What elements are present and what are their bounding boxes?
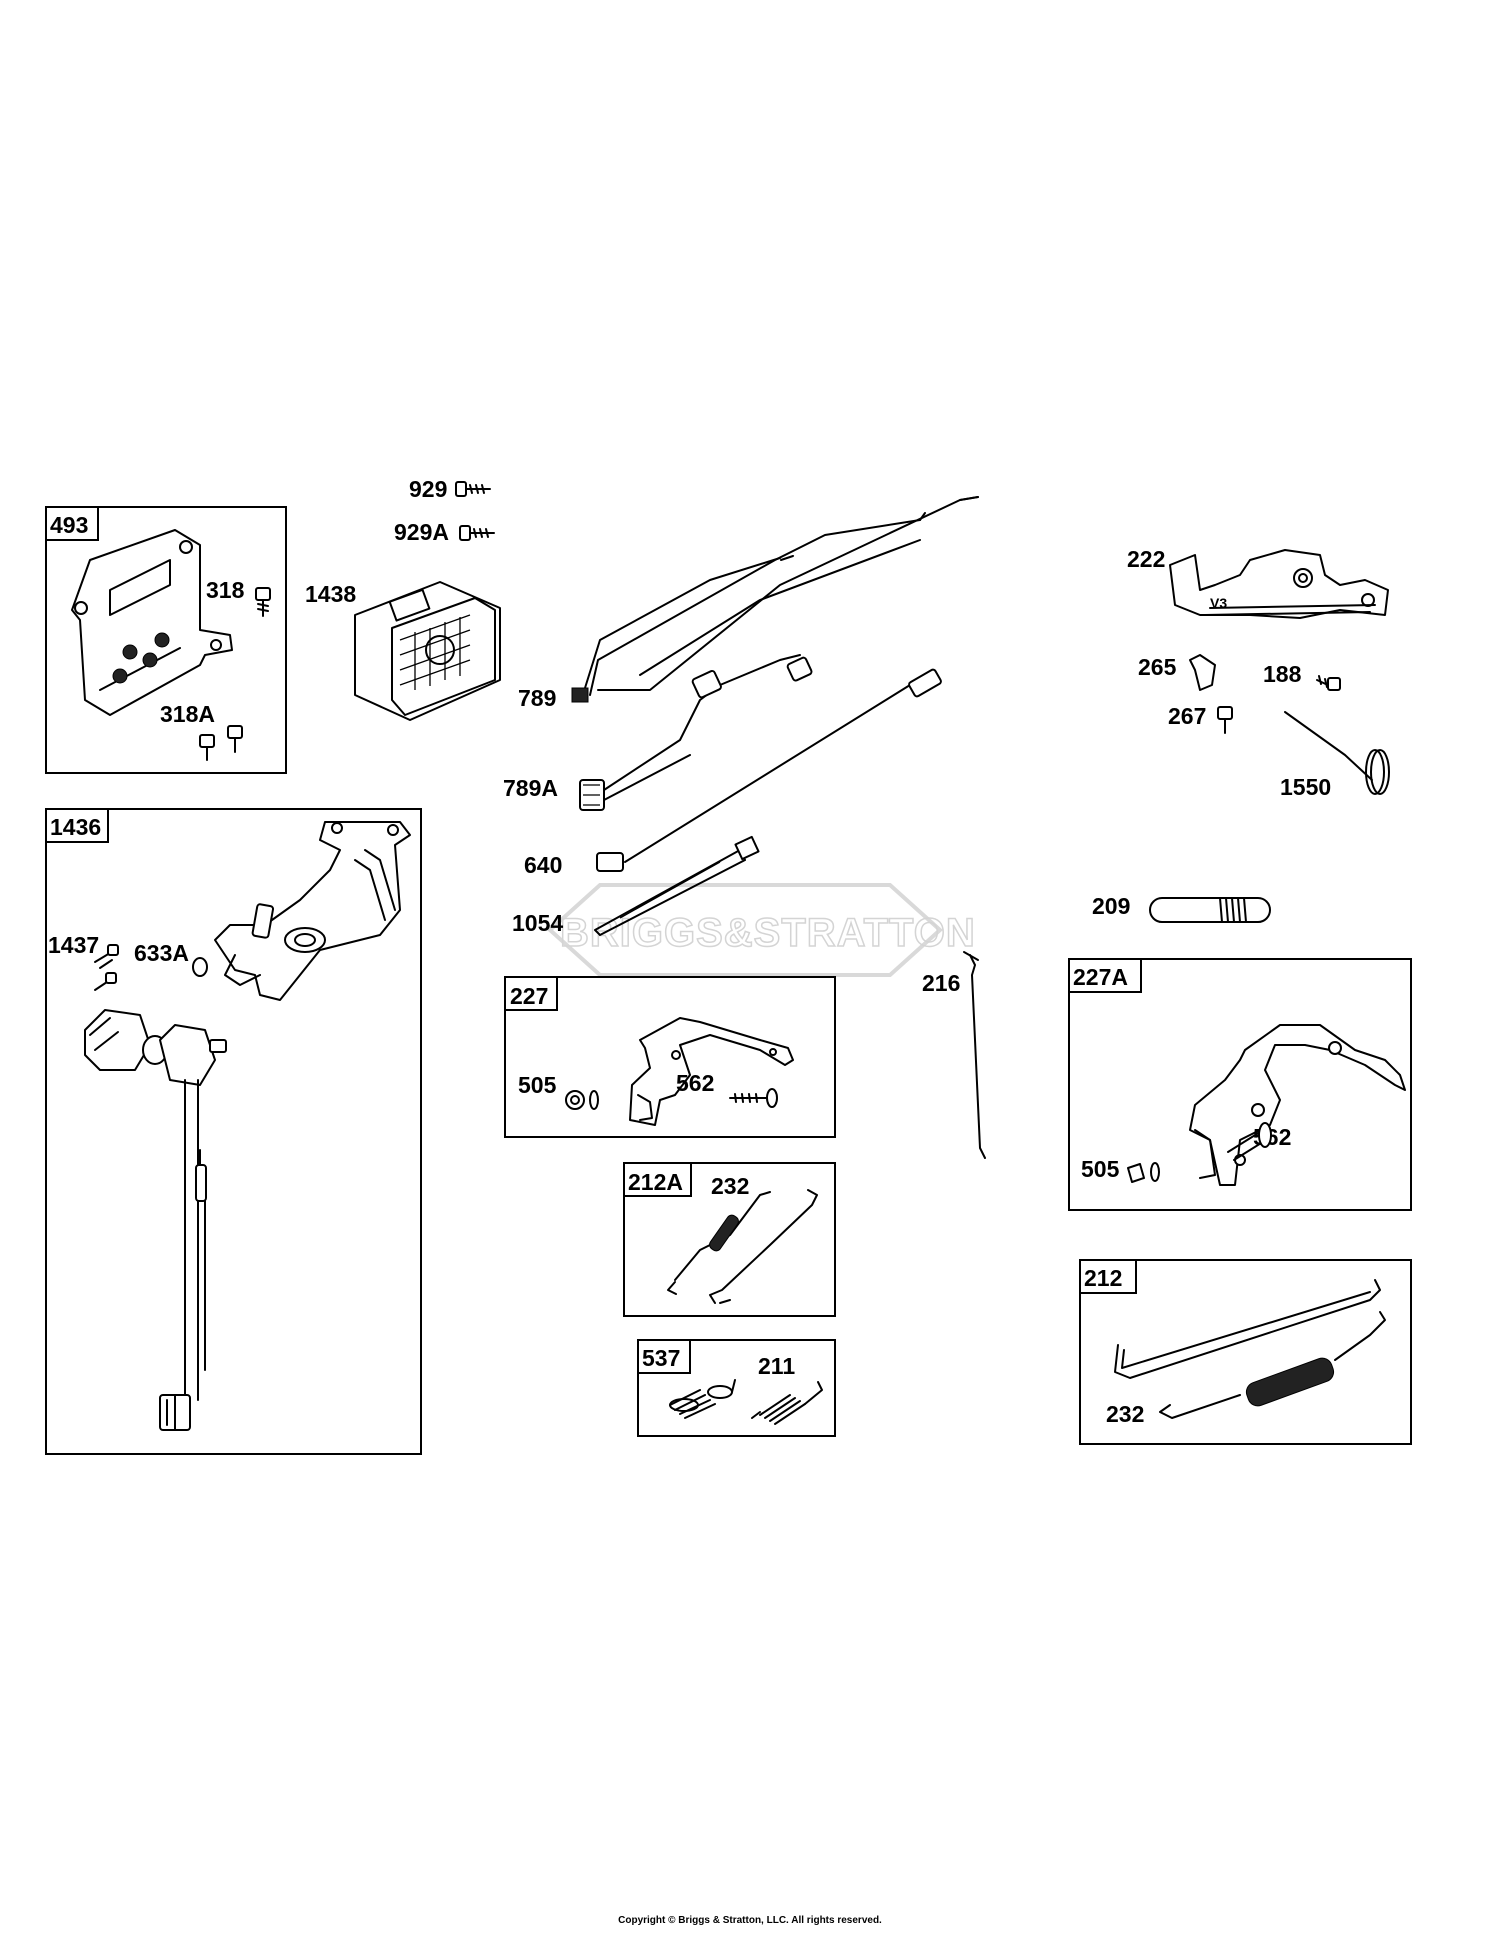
callout-633a: 633A [134,940,189,966]
harness-789 [571,496,979,703]
spring-232-a [667,1189,818,1304]
callout-1437: 1437 [48,932,99,958]
screw-562 [729,1088,778,1108]
screw-1437 [94,944,119,991]
callout-232: 232 [711,1173,749,1199]
spring-209 [1149,897,1271,923]
screw-318a [199,725,243,761]
callout-318a: 318A [160,701,215,727]
screw-318 [255,587,271,617]
spring-1550 [1284,711,1390,795]
spring-537 [669,1379,736,1419]
callout-188: 188 [1263,661,1302,687]
throttle-bracket [214,821,411,1001]
group-212: 212 232 [1079,1259,1412,1445]
nut-505-b [1127,1162,1160,1183]
tag-537: 537 [642,1345,680,1371]
bracket-part [71,529,233,716]
bracket-227 [629,1017,794,1126]
tag-212a: 212A [628,1169,683,1195]
group-1436: 1436 1437 633A [45,808,422,1455]
callout-505-b: 505 [1081,1156,1120,1182]
bolt-929a [459,525,495,541]
group-212a: 212A 232 [623,1162,836,1317]
tie-1054 [594,835,760,936]
svg-text:BRIGGS&STRATTON: BRIGGS&STRATTON [560,911,976,955]
group-1438: 929 929A 1438 [305,476,501,721]
tag-1436: 1436 [50,814,101,840]
pin-562-b [1227,1122,1272,1161]
group-wiring: 789 789A 640 1054 [503,496,979,936]
callout-216: 216 [922,970,960,996]
nut-505 [565,1090,599,1110]
governor-222: V3 [1169,549,1389,619]
group-227a: 227A 505 562 [1068,958,1412,1211]
rod-212 [1114,1279,1381,1379]
callout-265: 265 [1138,654,1177,680]
callout-209: 209 [1092,893,1130,919]
callout-789: 789 [518,685,556,711]
v3-mark: V3 [1210,595,1227,611]
group-209: 209 [1092,893,1271,923]
module-1438 [354,581,501,721]
tag-227a: 227A [1073,964,1128,990]
harness-789a [579,654,813,811]
bolt-929 [455,481,491,497]
group-493: 493 318 318A [45,506,287,774]
copyright-footer: Copyright © Briggs & Stratton, LLC. All … [618,1915,882,1926]
screw-188 [1316,675,1341,691]
brand-watermark: BRIGGS&STRATTON [547,883,976,977]
tag-227: 227 [510,983,548,1009]
group-537: 537 211 [637,1339,836,1437]
callout-640: 640 [524,852,562,878]
callout-562: 562 [676,1070,714,1096]
group-222: 222 V3 265 188 267 1550 [1127,546,1390,800]
callout-1438: 1438 [305,581,356,607]
callout-267: 267 [1168,703,1206,729]
tag-493: 493 [50,512,88,538]
washer-633a [192,957,208,977]
callout-1550: 1550 [1280,774,1331,800]
callout-211: 211 [758,1353,795,1379]
screw-267 [1217,706,1233,734]
wire-640 [596,668,942,872]
spring-232-b [1159,1311,1386,1419]
callout-232-b: 232 [1106,1401,1144,1427]
callout-929: 929 [409,476,447,502]
bracket-227a [1189,1024,1406,1186]
callout-789a: 789A [503,775,558,801]
callout-222: 222 [1127,546,1165,572]
clip-265 [1189,654,1216,691]
group-227: 227 505 562 [504,976,836,1138]
group-216: 216 [922,951,986,1159]
tag-212: 212 [1084,1265,1122,1291]
callout-929a: 929A [394,519,449,545]
callout-1054: 1054 [512,910,563,936]
ignition-switch [84,1009,227,1431]
callout-318: 318 [206,577,245,603]
callout-505: 505 [518,1072,557,1098]
spring-211 [751,1381,823,1425]
